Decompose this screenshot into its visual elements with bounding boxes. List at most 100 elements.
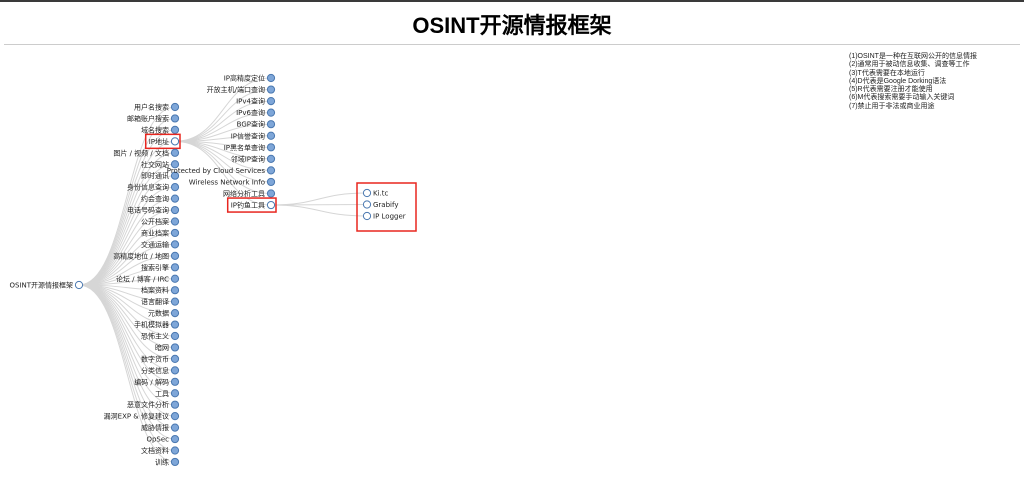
node-circle-icon[interactable] [266,97,276,106]
node-circle-icon[interactable] [170,400,180,409]
node-circle-icon[interactable] [170,286,180,295]
branch-node[interactable]: 文档资料 [141,446,180,455]
node-circle-icon[interactable] [170,171,180,180]
phishing-tool-node[interactable]: IP Logger [362,211,406,221]
branch-node[interactable]: 域名搜索 [141,125,180,134]
branch-node[interactable]: 图片 / 视频 / 文档 [113,148,180,157]
branch-node[interactable]: 档案资料 [141,286,180,295]
node-circle-icon[interactable] [170,160,180,169]
node-circle-icon[interactable] [266,200,276,210]
node-label: 图片 / 视频 / 文档 [113,148,169,157]
node-circle-icon[interactable] [266,120,276,129]
node-circle-icon[interactable] [266,131,276,140]
node-circle-icon[interactable] [170,148,180,157]
node-circle-icon[interactable] [170,240,180,249]
node-circle-icon[interactable] [266,189,276,198]
node-circle-icon[interactable] [170,331,180,341]
node-circle-icon[interactable] [170,183,180,192]
ip-subnode[interactable]: IP信誉查询 [231,131,276,140]
node-circle-icon[interactable] [266,166,276,175]
node-circle-icon[interactable] [170,114,180,123]
branch-node[interactable]: 社交网站 [141,160,180,169]
ip-subnode[interactable]: 网络分析工具 [223,189,276,198]
node-circle-icon[interactable] [170,434,180,444]
node-circle-icon[interactable] [170,377,180,386]
node-circle-icon[interactable] [170,366,180,375]
branch-node[interactable]: 分类信息 [141,366,180,375]
node-circle-icon[interactable] [170,125,180,134]
branch-node[interactable]: 邮箱账户搜索 [127,114,180,123]
branch-node[interactable]: 恐怖主义 [141,331,180,341]
node-circle-icon[interactable] [170,309,180,318]
node-circle-icon[interactable] [170,228,180,238]
node-circle-icon[interactable] [74,280,84,290]
node-circle-icon[interactable] [170,217,180,226]
branch-node[interactable]: 高精度地位 / 地图 [113,251,180,260]
node-circle-icon[interactable] [170,457,180,467]
branch-node[interactable]: 威胁情报 [141,423,180,432]
branch-node[interactable]: 工具 [155,389,180,398]
node-circle-icon[interactable] [170,274,180,283]
branch-node[interactable]: 交通运输 [141,240,180,249]
ip-subnode[interactable]: IP钓鱼工具 [231,200,276,210]
branch-node[interactable]: 暗网 [155,343,180,352]
branch-node[interactable]: OpSec [146,434,180,444]
node-circle-icon[interactable] [362,211,372,221]
branch-node[interactable]: 身份信息查询 [127,183,180,192]
ip-subnode[interactable]: Protected by Cloud Services [167,166,276,175]
branch-node[interactable]: 编码 / 解码 [134,377,180,386]
branch-node[interactable]: 商业档案 [141,228,180,238]
node-circle-icon[interactable] [170,194,180,203]
ip-subnode[interactable]: IP黑名单查询 [224,143,276,152]
root-node[interactable]: OSINT开源情报框架 [9,280,84,290]
node-circle-icon[interactable] [266,85,276,94]
node-circle-icon[interactable] [170,137,180,146]
ip-subnode[interactable]: IPv4查询 [236,97,276,106]
branch-node[interactable]: 训练 [155,457,180,467]
node-circle-icon[interactable] [170,354,180,363]
node-circle-icon[interactable] [266,143,276,152]
ip-subnode[interactable]: IP高精度定位 [224,73,276,83]
node-circle-icon[interactable] [170,423,180,432]
node-circle-icon[interactable] [170,389,180,398]
node-circle-icon[interactable] [266,154,276,163]
node-circle-icon[interactable] [266,108,276,117]
node-circle-icon[interactable] [362,200,372,209]
branch-node[interactable]: 恶意文件分析 [127,400,180,409]
node-circle-icon[interactable] [266,177,276,187]
note: (3)T代表需要在本地运行 [849,69,925,77]
node-circle-icon[interactable] [170,102,180,112]
branch-node[interactable]: 论坛 / 博客 / IRC [116,274,180,283]
branch-node[interactable]: IP地址 [149,137,180,146]
branch-node[interactable]: 约会查询 [141,194,180,203]
node-circle-icon[interactable] [266,73,276,83]
branch-node[interactable]: 搜索引擎 [141,263,180,272]
branch-node[interactable]: 漏洞EXP & 修复建议 [104,412,180,421]
branch-node[interactable]: 语言翻译 [141,297,180,306]
node-circle-icon[interactable] [170,205,180,215]
ip-subnode[interactable]: IPv6查询 [236,108,276,117]
node-circle-icon[interactable] [170,446,180,455]
branch-node[interactable]: 元数据 [148,309,180,318]
branch-node[interactable]: 数字货币 [141,354,180,363]
branch-node[interactable]: 用户名搜索 [134,102,180,112]
phishing-tool-node[interactable]: Ki.tc [362,188,389,198]
phishing-tool-node[interactable]: Grabify [362,200,398,209]
ip-subnode[interactable]: Wireless Network Info [189,177,276,187]
branch-node[interactable]: 手机模拟器 [134,320,180,329]
node-circle-icon[interactable] [170,297,180,306]
branch-node[interactable]: 公开档案 [141,217,180,226]
node-circle-icon[interactable] [170,263,180,272]
ip-subnode[interactable]: BGP查询 [237,120,276,129]
branch-node[interactable]: 即时通讯 [141,171,180,180]
ip-subnode[interactable]: 开放主机/端口查询 [207,85,276,94]
node-circle-icon[interactable] [170,320,180,329]
node-circle-icon[interactable] [362,188,372,198]
ip-subnode[interactable]: 邻域IP查询 [231,154,276,163]
note: (1)OSINT是一种在互联网公开的信息情报 [849,53,977,60]
node-circle-icon[interactable] [170,251,180,260]
branch-node[interactable]: 电话号码查询 [127,205,180,215]
tree-link [78,221,176,286]
node-circle-icon[interactable] [170,412,180,421]
node-circle-icon[interactable] [170,343,180,352]
